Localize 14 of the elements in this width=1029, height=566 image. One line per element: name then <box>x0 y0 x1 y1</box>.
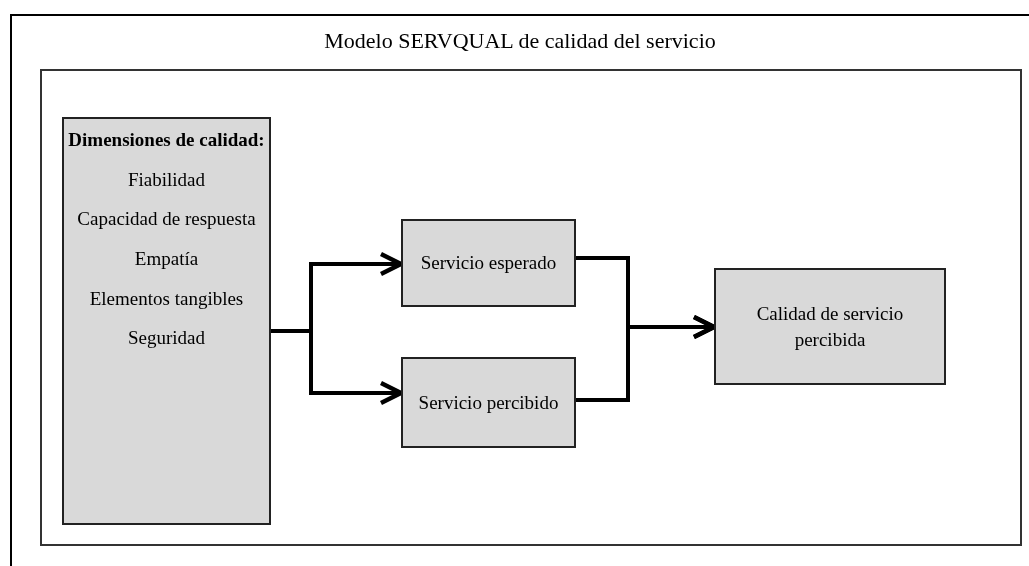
box-heading: Dimensiones de calidad: <box>68 128 265 152</box>
box-text: Capacidad de respuesta <box>77 207 256 232</box>
process-box <box>714 268 946 385</box>
box-text: Elementos tangibles <box>89 286 244 311</box>
process-box <box>401 219 576 307</box>
box-text: Fiabilidad <box>127 167 206 192</box>
process-box <box>401 357 576 448</box>
box-text: Empatía <box>134 246 199 271</box>
box-text: Seguridad <box>127 326 205 351</box>
box-text: Servicio percibido <box>418 390 559 415</box>
box-text: Calidad de servicio percibida <box>755 301 905 352</box>
process-box <box>62 117 271 525</box>
diagram-title: Modelo SERVQUAL de calidad del servicio <box>323 30 717 52</box>
box-text: Servicio esperado <box>420 251 557 276</box>
